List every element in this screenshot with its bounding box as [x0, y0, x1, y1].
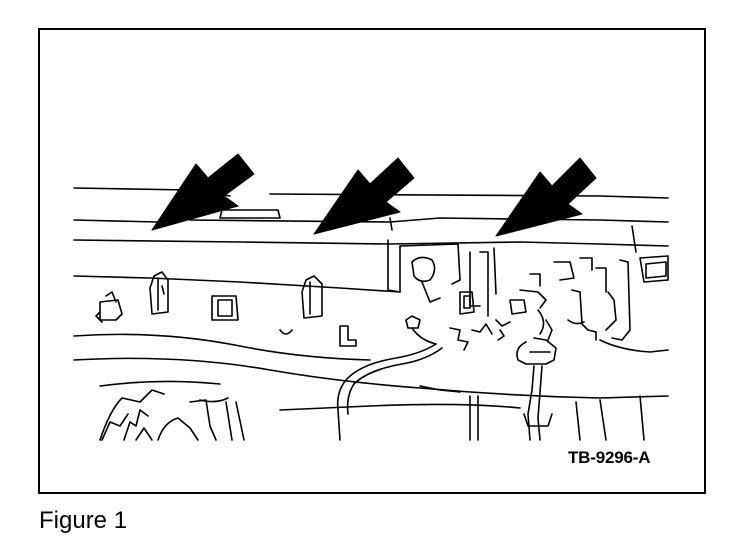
indicator-arrow-left	[151, 153, 255, 231]
left-bracket	[95, 291, 123, 323]
small-connector	[279, 325, 357, 347]
mounting-clip-left	[149, 271, 169, 315]
figure-reference-code: TB-9296-A	[568, 448, 651, 467]
indicator-arrow-right	[495, 157, 597, 237]
panel-opening	[211, 295, 239, 321]
defrost-vent-slot	[219, 209, 281, 219]
center-wiring-assembly	[387, 239, 631, 351]
lower-panel-curves	[73, 333, 669, 411]
indicator-arrow-center	[313, 157, 415, 235]
steering-column-area	[99, 389, 245, 441]
dashboard-illustration	[73, 153, 669, 441]
right-side-vent	[631, 225, 669, 283]
right-lower-panel	[469, 339, 669, 441]
wire-harness	[336, 337, 557, 441]
figure-caption: Figure 1	[39, 507, 128, 534]
figure-frame: TB-9296-A	[38, 28, 706, 494]
mounting-clip-center	[301, 275, 323, 319]
